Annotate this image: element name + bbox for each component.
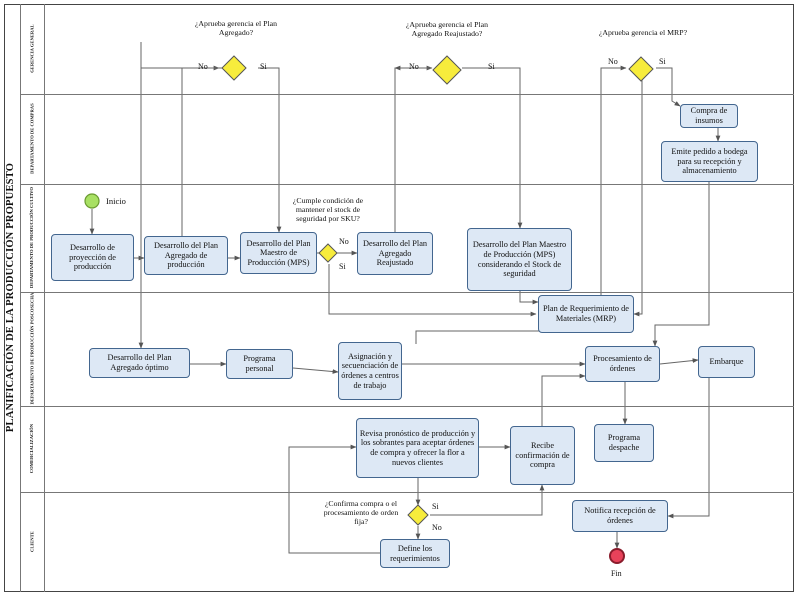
flow-t10-to-t11 bbox=[292, 367, 339, 374]
gateway-shapes bbox=[221, 55, 654, 526]
lane-label-comercializacion: COMERCIALIZACIÓN bbox=[29, 424, 35, 474]
task-programa-personal[interactable]: Programa personal bbox=[226, 349, 293, 379]
gateway-g5-si: Si bbox=[432, 502, 439, 511]
lane-separator bbox=[20, 492, 794, 493]
lane-separator bbox=[20, 94, 794, 95]
gateway-question-g1: ¿Aprueba gerencia el Plan Agregado? bbox=[194, 19, 278, 37]
gateway-diamond-g2 bbox=[432, 55, 462, 85]
task-recibe-confirmacion[interactable]: Recibe confirmación de compra bbox=[510, 426, 575, 485]
flow-g3-si-to-t6 bbox=[656, 67, 681, 107]
gateway-g2-no: No bbox=[409, 62, 419, 71]
pool-divider bbox=[20, 4, 21, 592]
gateway-diamond-g3 bbox=[628, 56, 654, 82]
task-define-requerimientos[interactable]: Define los requerimientos bbox=[380, 539, 450, 568]
gateway-diamond-g4 bbox=[318, 243, 338, 263]
flow-g5-si-to-t15 bbox=[430, 484, 545, 516]
flow-g4-si-to-t8 bbox=[328, 264, 537, 317]
task-mps-stock-seguridad[interactable]: Desarrollo del Plan Maestro de Producció… bbox=[467, 228, 572, 291]
task-revisa-pronostico[interactable]: Revisa pronóstico de producción y los so… bbox=[356, 418, 479, 478]
lane-label-compras: DEPARTAMENTO DE COMPRAS bbox=[29, 103, 35, 175]
flow-g3-no-to-t8 bbox=[633, 68, 643, 317]
flow-t15-to-t12 bbox=[541, 373, 586, 426]
task-compra-insumos[interactable]: Compra de insumos bbox=[680, 104, 738, 128]
lane-separator bbox=[20, 184, 794, 185]
sequence-flows bbox=[89, 42, 721, 554]
flow-t5-to-t8 bbox=[519, 291, 539, 305]
lane-label-poscosecha: DEPARTAMENTO DE PRODUCCIÓN POSCOSECHA bbox=[29, 293, 35, 405]
task-plan-agregado[interactable]: Desarrollo del Plan Agregado de producci… bbox=[144, 236, 228, 275]
task-emite-pedido-bodega[interactable]: Emite pedido a bodega para su recepción … bbox=[661, 141, 758, 182]
flow-g1-no-to-t9 bbox=[138, 42, 226, 349]
lane-label-gerencia: GERENCIA GENERAL bbox=[29, 24, 35, 74]
lane-separator bbox=[20, 406, 794, 407]
task-plan-maestro-mps[interactable]: Desarrollo del Plan Maestro de Producció… bbox=[240, 232, 317, 274]
task-programa-despache[interactable]: Programa despache bbox=[594, 424, 654, 462]
gateway-g1-no: No bbox=[198, 62, 208, 71]
flow-t8-to-g3 bbox=[600, 65, 627, 295]
end-event bbox=[609, 548, 625, 564]
task-plan-agregado-reajustado[interactable]: Desarrollo del Plan Agregado Reajustado bbox=[357, 232, 433, 275]
gateway-question-g3: ¿Aprueba gerencia el MRP? bbox=[598, 28, 688, 37]
gateway-g3-si: Si bbox=[659, 57, 666, 66]
flow-g2-si-to-t5 bbox=[462, 67, 523, 229]
start-event-label: Inicio bbox=[106, 196, 126, 206]
gateway-question-g2: ¿Aprueba gerencia el Plan Agregado Reaju… bbox=[405, 20, 489, 38]
lane-label-cliente: CLIENTE bbox=[29, 531, 35, 553]
task-asignacion-ordenes[interactable]: Asignación y secuenciación de órdenes a … bbox=[338, 342, 402, 400]
lane-separator bbox=[20, 292, 794, 293]
gateway-g1-si: Si bbox=[260, 62, 267, 71]
gateway-g4-si: Si bbox=[339, 262, 346, 271]
end-event-label: Fin bbox=[611, 569, 622, 578]
flow-g1-si-to-t3 bbox=[258, 67, 282, 233]
task-procesamiento-ordenes[interactable]: Procesamiento de órdenes bbox=[585, 346, 660, 382]
gateway-g3-no: No bbox=[608, 57, 618, 66]
flow-t7-to-t12 bbox=[652, 182, 710, 347]
task-proyeccion-produccion[interactable]: Desarrollo de proyección de producción bbox=[51, 234, 134, 281]
gateway-question-g4: ¿Cumple condición de mantener el stock d… bbox=[292, 196, 364, 223]
pool-border bbox=[4, 4, 794, 592]
gateway-g2-si: Si bbox=[488, 62, 495, 71]
gateway-question-g5: ¿Confirma compra o el procesamiento de o… bbox=[323, 499, 399, 526]
start-event bbox=[84, 193, 100, 209]
task-plan-agregado-optimo[interactable]: Desarrollo del Plan Agregado óptimo bbox=[89, 348, 190, 378]
task-plan-mrp[interactable]: Plan de Requerimiento de Materiales (MRP… bbox=[538, 295, 634, 333]
flow-t13-to-t17 bbox=[667, 378, 710, 519]
flow-t18-to-t14 bbox=[288, 444, 380, 554]
gateway-diamond-g5 bbox=[407, 504, 429, 526]
flow-t12-to-t13 bbox=[659, 358, 699, 365]
gateway-g5-no: No bbox=[432, 523, 442, 532]
lane-label-divider bbox=[44, 4, 45, 592]
gateway-diamond-g1 bbox=[221, 55, 247, 81]
task-notifica-recepcion[interactable]: Notifica recepción de órdenes bbox=[572, 500, 668, 532]
lane-label-cultivo: DEPARTAMENTO DE PRODUCCIÓN CULTIVO bbox=[29, 187, 35, 289]
task-embarque[interactable]: Embarque bbox=[698, 346, 755, 378]
pool-title: PLANIFICACIÓN DE LA PRODUCCIÓN PROPUESTO bbox=[5, 162, 17, 432]
gateway-g4-no: No bbox=[339, 237, 349, 246]
